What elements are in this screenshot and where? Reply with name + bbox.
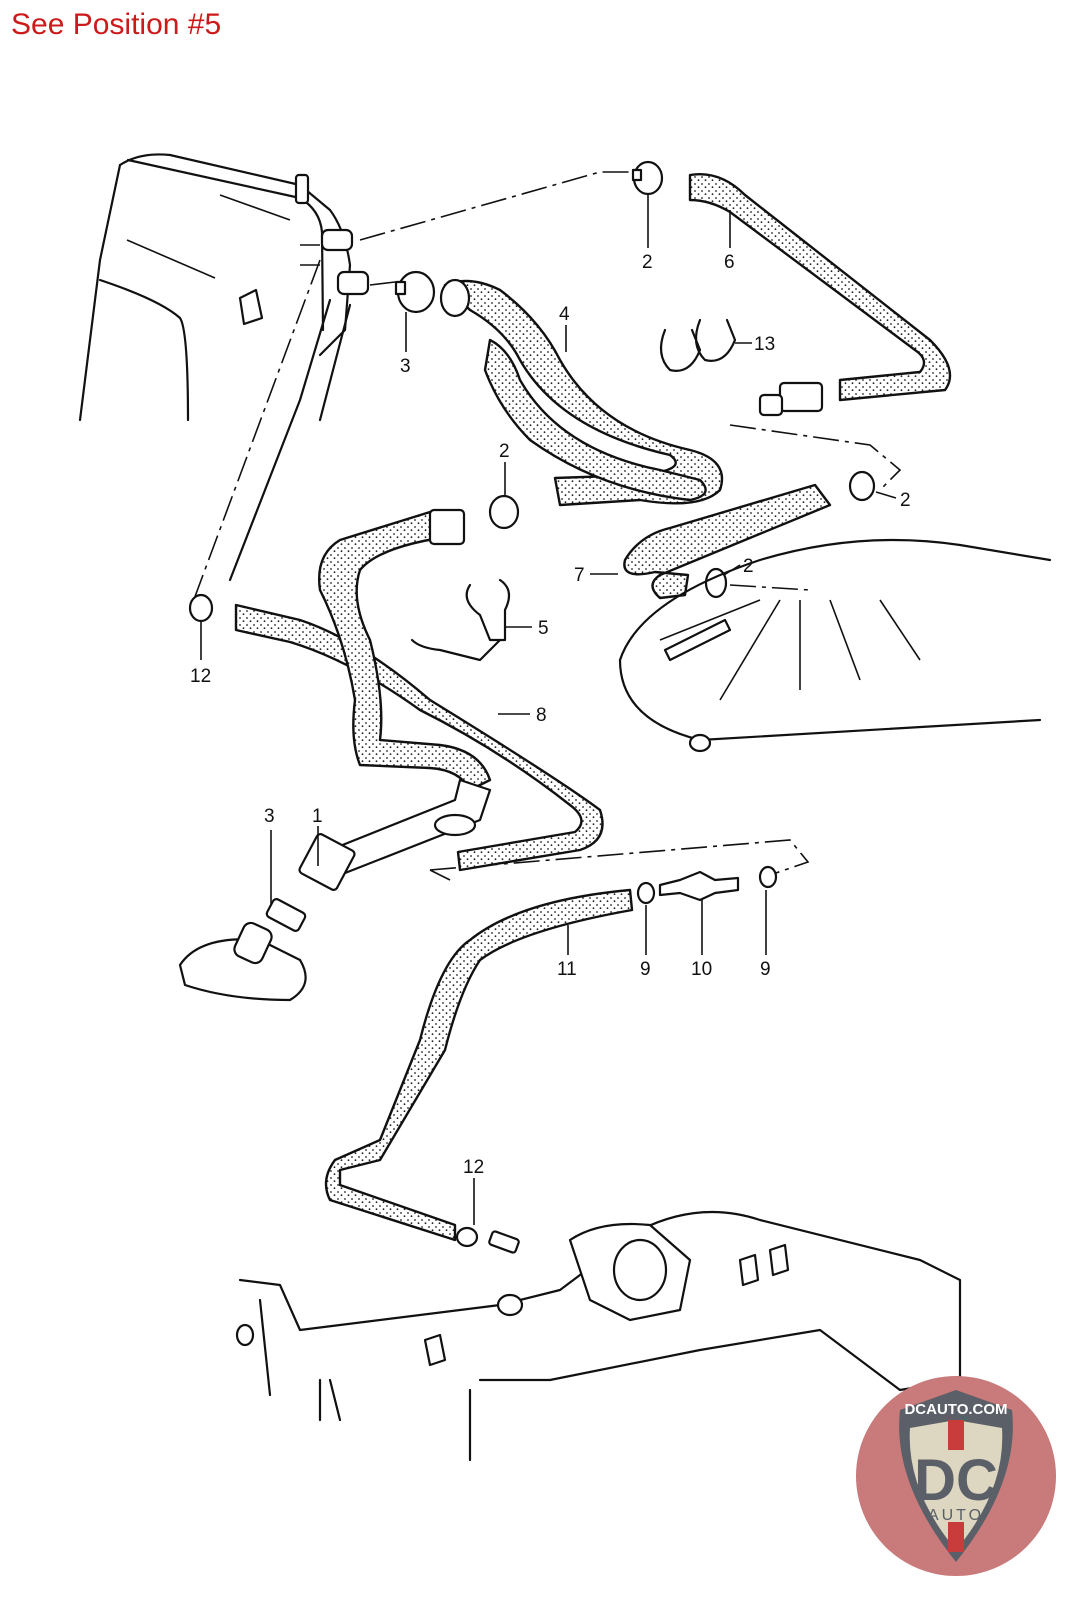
check-valve-10: [636, 865, 778, 905]
intake-manifold: [235, 1210, 962, 1462]
logo-stripe-bottom: [948, 1522, 964, 1552]
fuel-tank-housing: [78, 153, 370, 582]
clamp-3-top: [394, 270, 436, 314]
callout-9: 9: [640, 959, 651, 980]
leader-line: [729, 584, 811, 591]
hose-main: [318, 510, 492, 792]
pipe-1: [178, 778, 492, 1002]
callout-2: 2: [499, 441, 510, 462]
callout-13: 13: [754, 334, 775, 355]
callout-1: 1: [312, 806, 323, 827]
hose-8: [234, 603, 604, 872]
see-position-note: See Position #5: [11, 8, 222, 41]
logo-site-text: DCAUTO.COM: [904, 1401, 1007, 1418]
clamp-2-top: [631, 160, 664, 196]
clamp-2-mid: [488, 494, 520, 530]
logo-sub-text: AUTO: [928, 1507, 984, 1524]
hose-11: [324, 888, 634, 1242]
callout-9: 9: [760, 959, 771, 980]
bracket-5: [410, 578, 511, 662]
callout-6: 6: [724, 252, 735, 273]
callout-8: 8: [536, 705, 547, 726]
clamp-2-right: [848, 470, 876, 502]
leader-line: [369, 281, 396, 286]
clip-13: [659, 318, 737, 372]
logo-shield: [909, 1420, 1003, 1550]
callout-7: 7: [574, 565, 585, 586]
callout-3: 3: [264, 806, 275, 827]
leader-line: [729, 424, 902, 491]
callout-2: 2: [743, 556, 754, 577]
logo-stripe-top: [948, 1420, 964, 1450]
hose-6: [688, 173, 952, 402]
hose-4: [443, 279, 724, 507]
callout-10: 10: [691, 959, 712, 980]
hose-7: [623, 483, 832, 600]
logo-brand-text: DC: [914, 1448, 998, 1513]
callout-3: 3: [400, 356, 411, 377]
clamp-12-lower: [455, 1226, 520, 1254]
leader-line: [429, 839, 810, 876]
leader-line: [359, 171, 632, 241]
leader-line: [429, 869, 451, 881]
air-cleaner-housing: [618, 538, 1052, 753]
clamp-2-lower: [704, 567, 728, 599]
callout-2: 2: [900, 490, 911, 511]
callout-4: 4: [559, 304, 570, 325]
callout-12: 12: [190, 666, 211, 687]
callout-11: 11: [557, 959, 577, 980]
callout-12: 12: [463, 1157, 484, 1178]
dcauto-logo: DCAUTO.COM DC AUTO: [856, 1376, 1056, 1576]
clamp-12-upper: [188, 593, 214, 623]
callout-leaders: [200, 195, 897, 1225]
callout-5: 5: [538, 618, 549, 639]
callout-2: 2: [642, 252, 653, 273]
